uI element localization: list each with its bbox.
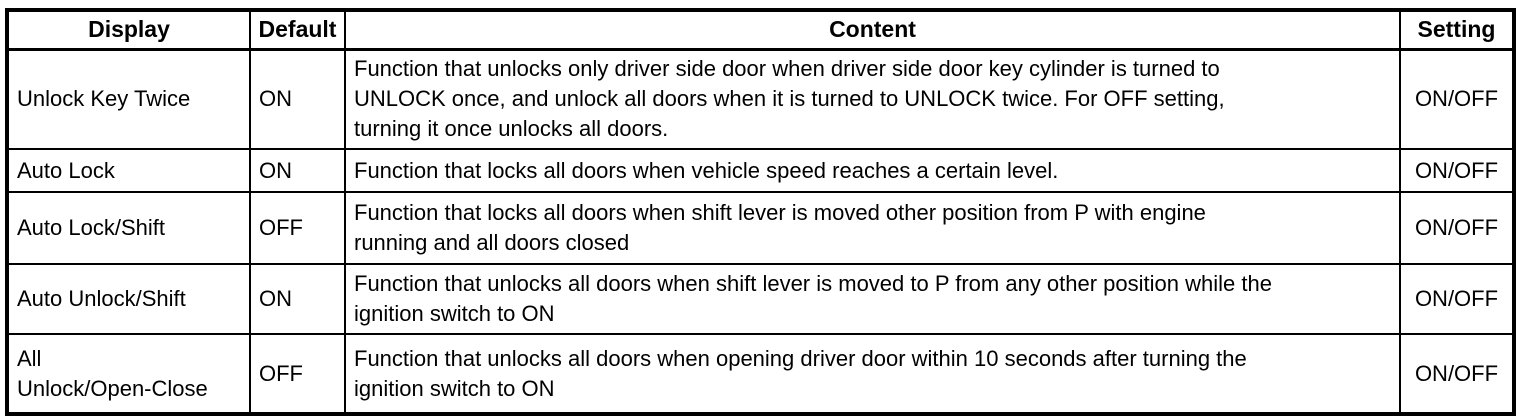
content-cell: Function that unlocks all doors when shi… bbox=[344, 263, 1401, 335]
content-cell: Function that unlocks all doors when ope… bbox=[344, 333, 1401, 415]
table-row: Unlock Key Twice ON Function that unlock… bbox=[6, 48, 1515, 150]
door-lock-settings-table: Display Default Content Setting Unlock K… bbox=[5, 8, 1516, 416]
header-setting: Setting bbox=[1399, 9, 1515, 51]
table-row: Auto Lock ON Function that locks all doo… bbox=[6, 148, 1515, 193]
table-row: Auto Unlock/Shift ON Function that unloc… bbox=[6, 263, 1515, 335]
display-cell: All Unlock/Open-Close bbox=[6, 333, 251, 415]
display-cell: Auto Lock bbox=[6, 148, 251, 193]
content-cell: Function that locks all doors when vehic… bbox=[344, 148, 1401, 193]
table-row: Auto Lock/Shift OFF Function that locks … bbox=[6, 191, 1515, 265]
content-cell: Function that unlocks only driver side d… bbox=[344, 48, 1401, 150]
default-cell: ON bbox=[249, 48, 346, 150]
header-default: Default bbox=[249, 9, 346, 51]
setting-cell: ON/OFF bbox=[1399, 191, 1515, 265]
default-cell: OFF bbox=[249, 191, 346, 265]
content-cell: Function that locks all doors when shift… bbox=[344, 191, 1401, 265]
header-display: Display bbox=[6, 9, 251, 51]
default-cell: ON bbox=[249, 263, 346, 335]
setting-cell: ON/OFF bbox=[1399, 148, 1515, 193]
header-row: Display Default Content Setting bbox=[6, 9, 1515, 51]
setting-cell: ON/OFF bbox=[1399, 333, 1515, 415]
default-cell: OFF bbox=[249, 333, 346, 415]
default-cell: ON bbox=[249, 148, 346, 193]
display-cell: Auto Lock/Shift bbox=[6, 191, 251, 265]
display-cell: Auto Unlock/Shift bbox=[6, 263, 251, 335]
setting-cell: ON/OFF bbox=[1399, 48, 1515, 150]
header-content: Content bbox=[344, 9, 1401, 51]
setting-cell: ON/OFF bbox=[1399, 263, 1515, 335]
display-cell: Unlock Key Twice bbox=[6, 48, 251, 150]
table-row: All Unlock/Open-Close OFF Function that … bbox=[6, 333, 1515, 415]
